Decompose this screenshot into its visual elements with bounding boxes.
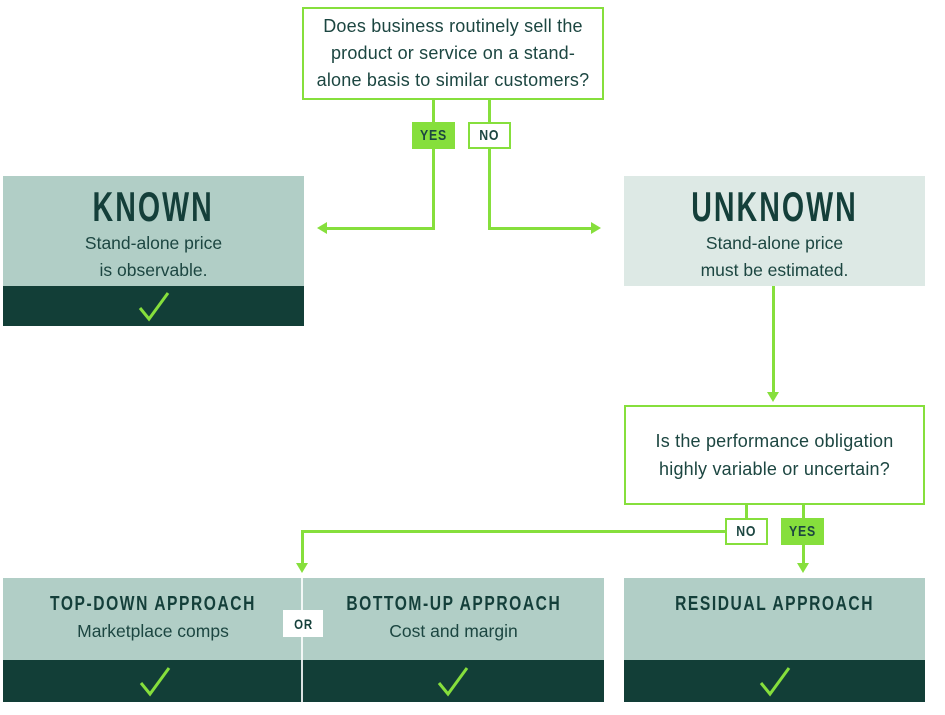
estimation-approaches-panel: TOP-DOWN APPROACH Marketplace comps BOTT… — [3, 578, 604, 660]
top-down-title: TOP-DOWN APPROACH — [3, 592, 303, 616]
arrowhead-down-icon — [296, 563, 308, 573]
known-subtitle-line1: Stand-alone price — [84, 233, 223, 253]
branch1-no-label: NO — [468, 122, 511, 149]
bottom-up-subtitle: Cost and margin — [389, 621, 518, 641]
residual-check-bar — [624, 660, 925, 702]
unknown-subtitle-line2: must be estimated. — [700, 260, 849, 280]
residual-title-text: RESIDUAL APPROACH — [674, 593, 874, 615]
known-panel: KNOWN Stand-alone price is observable. — [3, 176, 304, 286]
arrowhead-right-icon — [591, 222, 601, 234]
known-title-text: KNOWN — [92, 183, 215, 230]
connector-no1-vertical — [488, 100, 491, 230]
connector-yes2-vertical — [802, 545, 805, 564]
branch2-yes-text: YES — [788, 523, 817, 540]
connector-no2-stub — [745, 505, 748, 519]
unknown-panel: UNKNOWN Stand-alone price must be estima… — [624, 176, 925, 286]
estimation-check-bar — [3, 660, 604, 702]
connector-yes2-stub — [802, 505, 805, 519]
question1-line3: alone basis to similar customers? — [316, 70, 590, 90]
bottom-up-title-text: BOTTOM-UP APPROACH — [345, 593, 561, 615]
known-subtitle-line2: is observable. — [99, 260, 208, 280]
bottom-up-title: BOTTOM-UP APPROACH — [303, 592, 604, 616]
branch1-no-text: NO — [479, 127, 500, 144]
question-routine-standalone-sales: Does business routinely sell the product… — [302, 7, 604, 100]
question1-line1: Does business routinely sell the — [323, 16, 583, 36]
checkmark-icon — [138, 292, 169, 322]
top-down-title-text: TOP-DOWN APPROACH — [50, 593, 256, 615]
connector-yes1-vertical — [432, 100, 435, 230]
checkmark-icon — [139, 667, 171, 697]
or-text: OR — [293, 615, 313, 632]
bottom-up-approach-section: BOTTOM-UP APPROACH Cost and margin — [303, 578, 604, 660]
top-down-approach-section: TOP-DOWN APPROACH Marketplace comps — [3, 578, 303, 660]
question2-line1: Is the performance obligation — [655, 431, 894, 451]
connector-unknown-vertical — [772, 286, 775, 393]
question1-line2: product or service on a stand- — [330, 43, 576, 63]
or-label: OR — [283, 610, 323, 637]
arrowhead-down-icon — [767, 392, 779, 402]
connector-no2-vertical — [301, 530, 304, 564]
branch2-no-label: NO — [725, 518, 768, 545]
residual-title: RESIDUAL APPROACH — [624, 592, 925, 616]
or-divider — [301, 578, 303, 702]
arrowhead-down-icon — [797, 563, 809, 573]
branch2-yes-label: YES — [781, 518, 824, 545]
branch1-yes-text: YES — [419, 127, 448, 144]
unknown-subtitle-line1: Stand-alone price — [705, 233, 844, 253]
arrowhead-left-icon — [317, 222, 327, 234]
top-down-subtitle: Marketplace comps — [77, 621, 229, 641]
question2-line2: highly variable or uncertain? — [659, 459, 890, 479]
branch1-yes-label: YES — [412, 122, 455, 149]
question-variable-or-uncertain: Is the performance obligation highly var… — [624, 405, 925, 505]
unknown-title: UNKNOWN — [624, 184, 925, 230]
known-title: KNOWN — [3, 184, 304, 230]
unknown-title-text: UNKNOWN — [691, 183, 858, 230]
branch2-no-text: NO — [736, 523, 757, 540]
checkmark-icon — [437, 667, 469, 697]
checkmark-icon — [759, 667, 790, 697]
connector-no2-horizontal — [301, 530, 725, 533]
connector-yes1-horizontal — [326, 227, 435, 230]
known-check-bar — [3, 286, 304, 326]
residual-approach-panel: RESIDUAL APPROACH — [624, 578, 925, 660]
connector-no1-horizontal — [488, 227, 592, 230]
